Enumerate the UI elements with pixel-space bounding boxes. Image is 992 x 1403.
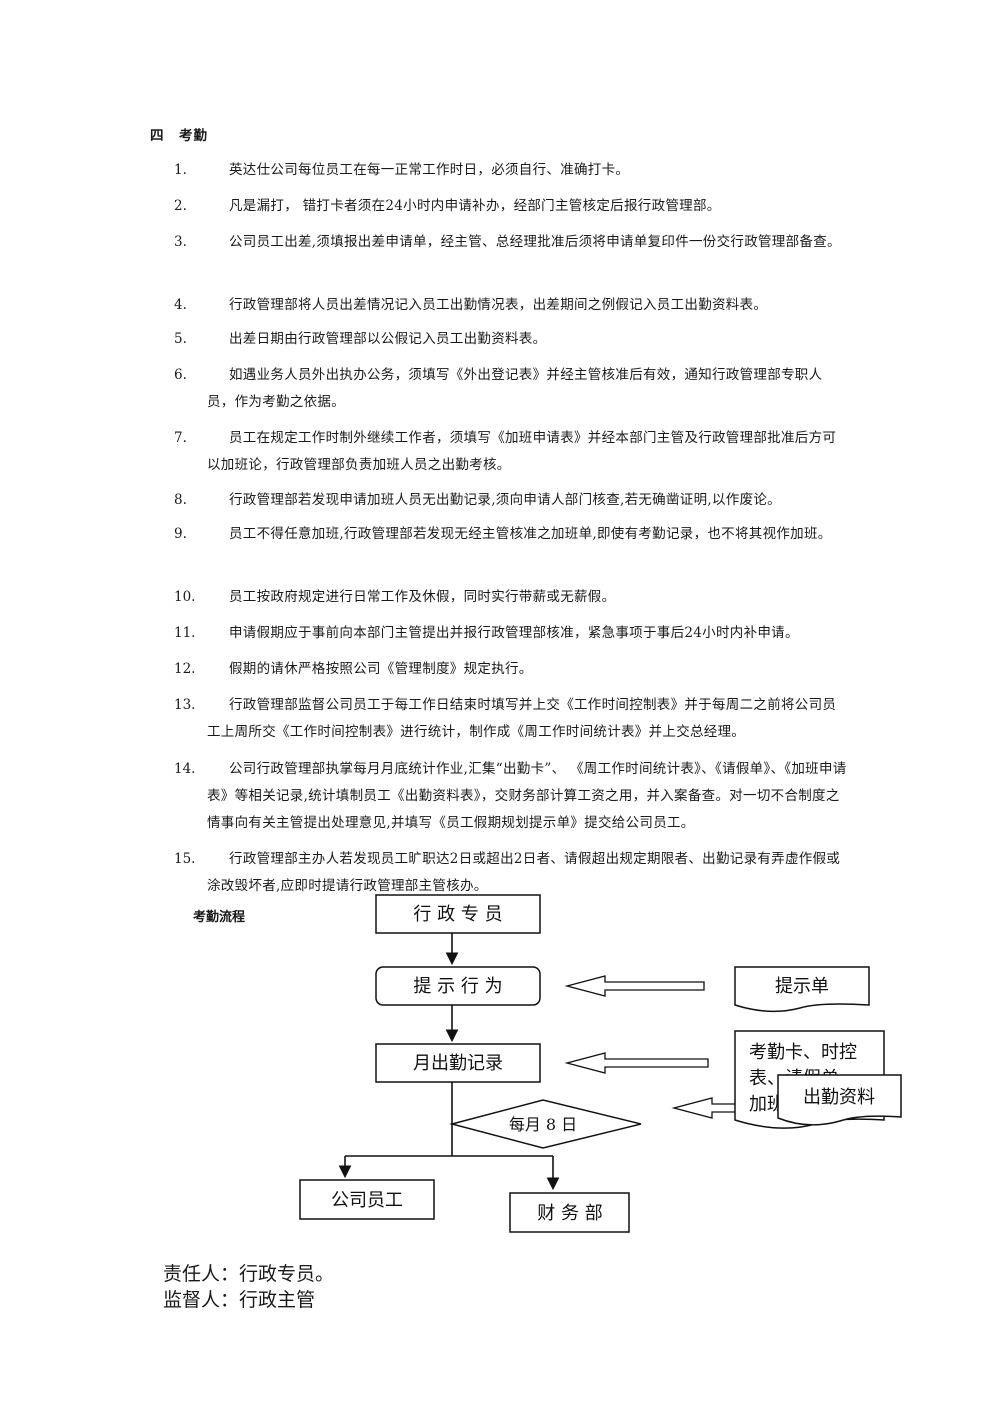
rule-number: 13. bbox=[174, 697, 196, 713]
rule-text: 如遇业务人员外出执办公务，须填写《外出登记表》并经主管核准后有效，通知行政管理部… bbox=[207, 367, 823, 410]
doc-records-line1: 考勤卡、时控 bbox=[749, 1042, 857, 1063]
rule-text: 行政管理部将人员出差情况记入员工出勤情况表，出差期间之例假记入员工出勤资料表。 bbox=[229, 297, 768, 313]
rule-number: 5. bbox=[174, 331, 187, 347]
doc-attendance-data: 出勤资料 bbox=[803, 1087, 875, 1108]
rule-number: 10. bbox=[174, 589, 196, 605]
flow-label: 考勤流程 bbox=[193, 910, 246, 925]
hollow-arrow-prompt bbox=[564, 975, 705, 997]
node-prompt-action: 提 示 行 为 bbox=[413, 976, 502, 997]
node-monthly-record: 月出勤记录 bbox=[413, 1053, 503, 1074]
rule-number: 9. bbox=[174, 526, 187, 542]
rule-number: 1. bbox=[174, 162, 187, 178]
node-finance: 财 务 部 bbox=[537, 1203, 602, 1224]
doc-attendance-data-shape bbox=[777, 1074, 902, 1126]
node-company-staff-box bbox=[299, 1179, 435, 1220]
rule-number: 3. bbox=[174, 234, 187, 250]
doc-records-line3: 加班 bbox=[749, 1094, 785, 1115]
hollow-arrow-records bbox=[564, 1052, 709, 1074]
rule-text: 行政管理部主办人若发现员工旷职达2日或超出2日者、请假超出规定期限者、出勤记录有… bbox=[207, 851, 841, 894]
footer-responsible: 责任人：行政专员。 bbox=[163, 1263, 335, 1285]
rule-text: 凡是漏打， 错打卡者须在24小时内申请补办，经部门主管核定后报行政管理部。 bbox=[229, 198, 721, 214]
rule-number: 12. bbox=[174, 661, 196, 677]
rule-text: 公司员工出差,须填报出差申请单，经主管、总经理批准后须将申请单复印件一份交行政管… bbox=[229, 234, 841, 250]
rule-text: 员工不得任意加班,行政管理部若发现无经主管核准之加班单,即使有考勤记录，也不将其… bbox=[229, 526, 832, 542]
rule-text: 行政管理部监督公司员工于每工作日结束时填写并上交《工作时间控制表》并于每周二之前… bbox=[207, 697, 837, 740]
node-monthly-record-box bbox=[375, 1043, 541, 1083]
node-company-staff: 公司员工 bbox=[331, 1190, 403, 1211]
rule-text: 出差日期由行政管理部以公假记入员工出勤资料表。 bbox=[229, 331, 547, 347]
rule-number: 15. bbox=[174, 851, 196, 867]
doc-prompt-sheet-shape bbox=[734, 966, 870, 1013]
rule-number: 8. bbox=[174, 492, 187, 508]
rule-text: 申请假期应于事前向本部门主管提出并报行政管理部核准，紧急事项于事后24小时内补申… bbox=[229, 625, 799, 641]
footer-supervisor: 监督人：行政主管 bbox=[163, 1289, 316, 1311]
section-title: 四 考勤 bbox=[150, 128, 208, 144]
rule-number: 6. bbox=[174, 367, 187, 383]
node-prompt-action-box bbox=[375, 966, 541, 1006]
node-monthly-day-diamond bbox=[449, 1099, 642, 1149]
rule-text: 公司行政管理部执掌每月月底统计作业,汇集“出勤卡”、 《周工作时间统计表》、《请… bbox=[207, 761, 847, 831]
node-admin-specialist-box bbox=[375, 894, 541, 934]
rule-text: 员工在规定工作时制外继续工作者，须填写《加班申请表》并经本部门主管及行政管理部批… bbox=[207, 430, 837, 473]
rule-text: 假期的请休严格按照公司《管理制度》规定执行。 bbox=[229, 661, 533, 677]
rule-text: 英达仕公司每位员工在每一正常工作时日，必须自行、准确打卡。 bbox=[229, 162, 630, 178]
rule-number: 14. bbox=[174, 761, 196, 777]
node-finance-box bbox=[509, 1192, 630, 1233]
rule-number: 11. bbox=[174, 625, 196, 641]
node-monthly-day: 每月 8 日 bbox=[509, 1115, 577, 1134]
node-admin-specialist: 行 政 专 员 bbox=[413, 904, 502, 925]
rule-number: 7. bbox=[174, 430, 187, 446]
rule-number: 2. bbox=[174, 198, 187, 214]
rule-text: 员工按政府规定进行日常工作及休假，同时实行带薪或无薪假。 bbox=[229, 589, 616, 605]
rule-text: 行政管理部若发现申请加班人员无出勤记录,须向申请人部门核查,若无确凿证明,以作废… bbox=[229, 492, 781, 508]
rule-number: 4. bbox=[174, 297, 187, 313]
doc-prompt-sheet: 提示单 bbox=[775, 976, 829, 997]
